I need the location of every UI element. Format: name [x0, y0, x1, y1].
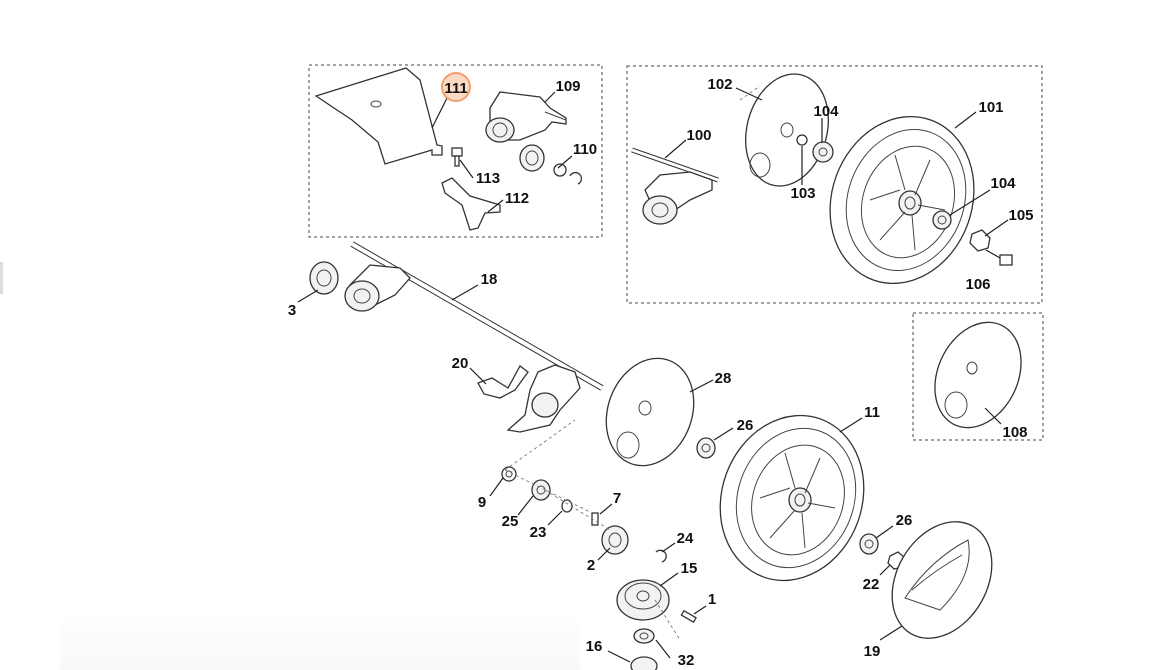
callout-100[interactable]: 100 — [686, 127, 711, 144]
callout-25[interactable]: 25 — [502, 513, 519, 530]
part-bracket-lower[interactable] — [506, 364, 581, 433]
part-gear-small[interactable] — [519, 144, 545, 172]
callout-110[interactable]: 110 — [573, 141, 597, 158]
part-106-bolt[interactable] — [985, 249, 1013, 266]
bottom-fade-overlay — [60, 610, 580, 670]
part-100-axle-bracket[interactable] — [631, 147, 719, 225]
callout-26-upper[interactable]: 26 — [737, 417, 754, 434]
part-104-bushing-wheel[interactable] — [932, 210, 952, 230]
part-28-disc[interactable] — [592, 346, 709, 478]
part-108-hub-cap[interactable] — [919, 308, 1038, 442]
part-3-gear[interactable] — [309, 261, 339, 295]
callout-2[interactable]: 2 — [587, 557, 595, 574]
part-16-bushing[interactable] — [630, 656, 658, 670]
callout-103[interactable]: 103 — [790, 185, 815, 202]
part-113-screw[interactable] — [451, 147, 463, 167]
callout-106[interactable]: 106 — [965, 276, 990, 293]
callout-7[interactable]: 7 — [613, 490, 621, 507]
part-102-disc[interactable] — [734, 65, 841, 196]
part-101-wheel[interactable] — [807, 96, 997, 304]
callout-26-lower[interactable]: 26 — [896, 512, 913, 529]
callout-15[interactable]: 15 — [681, 560, 698, 577]
part-104-bushing-top[interactable] — [812, 141, 834, 163]
part-25-bushing[interactable] — [531, 479, 551, 501]
part-20-lever[interactable] — [477, 365, 529, 399]
callout-109[interactable]: 109 — [555, 78, 580, 95]
part-26-bushing-upper[interactable] — [696, 437, 716, 459]
callout-32[interactable]: 32 — [678, 652, 695, 669]
callout-16[interactable]: 16 — [586, 638, 603, 655]
callout-104-wheel[interactable]: 104 — [990, 175, 1016, 192]
callout-101[interactable]: 101 — [978, 99, 1003, 116]
part-103-washer[interactable] — [796, 134, 808, 146]
callout-18[interactable]: 18 — [481, 271, 498, 288]
callout-102[interactable]: 102 — [707, 76, 732, 93]
part-9-washer[interactable] — [501, 466, 517, 482]
highlight-marker-111[interactable] — [441, 72, 471, 102]
callout-9[interactable]: 9 — [478, 494, 486, 511]
part-24-clip[interactable] — [655, 549, 667, 563]
callout-104-top[interactable]: 104 — [813, 103, 839, 120]
group-box-rear-wheel-kit — [626, 65, 1043, 304]
callout-112[interactable]: 112 — [505, 190, 529, 207]
group-box-hub-cap — [912, 312, 1044, 441]
callout-23[interactable]: 23 — [530, 524, 547, 541]
part-19-hub-cap[interactable] — [872, 504, 1012, 656]
callout-105[interactable]: 105 — [1008, 207, 1033, 224]
left-edge-scroll-marker — [0, 262, 3, 294]
part-2-pinion[interactable] — [601, 525, 629, 555]
part-32-washer[interactable] — [633, 628, 655, 644]
group-box-height-adjuster — [308, 64, 603, 238]
part-1-pin[interactable] — [680, 609, 697, 623]
callout-11[interactable]: 11 — [864, 404, 880, 421]
part-15-pulley[interactable] — [616, 579, 670, 621]
part-26-bushing-lower[interactable] — [859, 533, 879, 555]
callout-108[interactable]: 108 — [1002, 424, 1027, 441]
part-109-bracket[interactable] — [485, 91, 567, 143]
part-111-flap[interactable] — [314, 67, 443, 165]
callout-113[interactable]: 113 — [476, 170, 500, 187]
callout-24[interactable]: 24 — [677, 530, 694, 547]
callout-19[interactable]: 19 — [864, 643, 881, 660]
callout-22[interactable]: 22 — [863, 576, 880, 593]
callout-28[interactable]: 28 — [715, 370, 732, 387]
part-110-circlip[interactable] — [553, 163, 582, 185]
callout-20[interactable]: 20 — [452, 355, 469, 372]
callout-3[interactable]: 3 — [288, 302, 296, 319]
part-23-washer[interactable] — [561, 499, 573, 513]
part-11-wheel[interactable] — [697, 395, 886, 601]
part-112-lever[interactable] — [441, 177, 501, 231]
part-105-nut[interactable] — [969, 229, 991, 252]
callout-111[interactable]: 111 — [444, 80, 467, 97]
part-18-axle[interactable] — [344, 241, 604, 391]
callout-1[interactable]: 1 — [708, 591, 716, 608]
